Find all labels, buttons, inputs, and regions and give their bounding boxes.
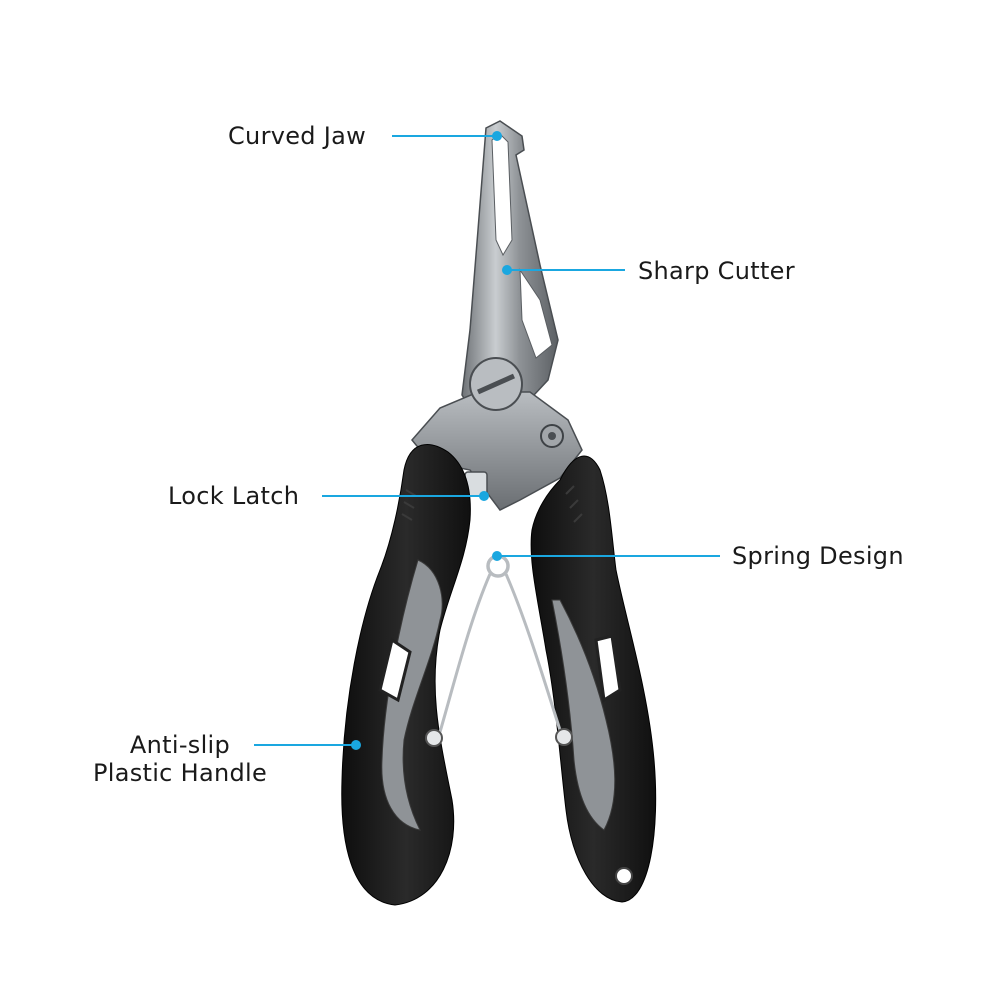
spring xyxy=(425,554,573,747)
right-handle xyxy=(530,455,657,903)
label-curved-jaw: Curved Jaw xyxy=(228,122,367,150)
label-handle-line2: Plastic Handle xyxy=(92,759,268,787)
label-anti-slip-handle: Anti-slip Plastic Handle xyxy=(80,731,280,787)
label-lock-latch: Lock Latch xyxy=(168,482,300,510)
left-handle xyxy=(341,444,471,906)
label-handle-line1: Anti-slip xyxy=(129,731,231,759)
label-spring-design: Spring Design xyxy=(732,542,904,570)
label-sharp-cutter: Sharp Cutter xyxy=(638,257,795,285)
callout-lines xyxy=(254,131,720,750)
jaw-head xyxy=(411,357,583,511)
